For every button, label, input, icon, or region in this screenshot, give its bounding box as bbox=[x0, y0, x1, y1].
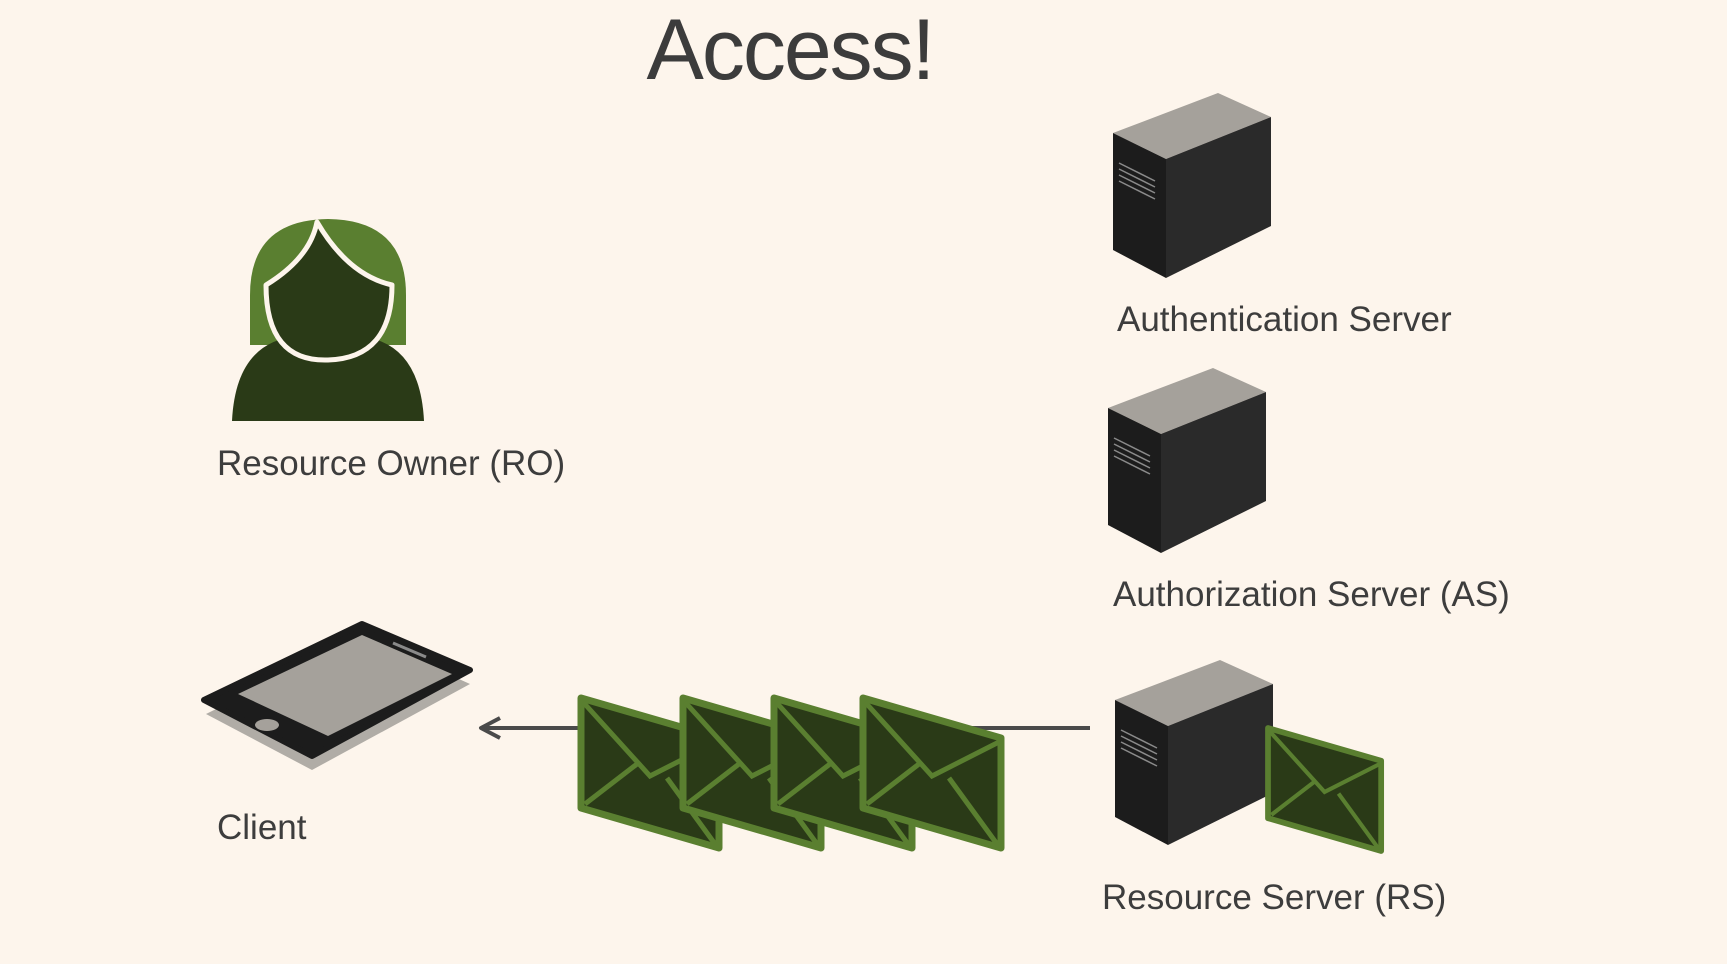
client-tablet-icon bbox=[201, 621, 473, 770]
resource-owner-label: Resource Owner (RO) bbox=[217, 444, 566, 483]
authentication-server-icon bbox=[1112, 92, 1272, 279]
slide-title: Access! bbox=[646, 2, 935, 98]
resource-server-envelope-icon bbox=[1268, 728, 1381, 851]
resource-owner-person-icon bbox=[232, 219, 424, 421]
authentication-server-label: Authentication Server bbox=[1117, 300, 1452, 339]
client-label: Client bbox=[217, 808, 307, 847]
authorization-server-label: Authorization Server (AS) bbox=[1113, 575, 1510, 614]
envelopes-in-transit bbox=[581, 698, 1001, 848]
resource-server-label: Resource Server (RS) bbox=[1102, 878, 1447, 917]
resource-server-icon bbox=[1114, 659, 1274, 846]
authorization-server-icon bbox=[1107, 367, 1267, 554]
